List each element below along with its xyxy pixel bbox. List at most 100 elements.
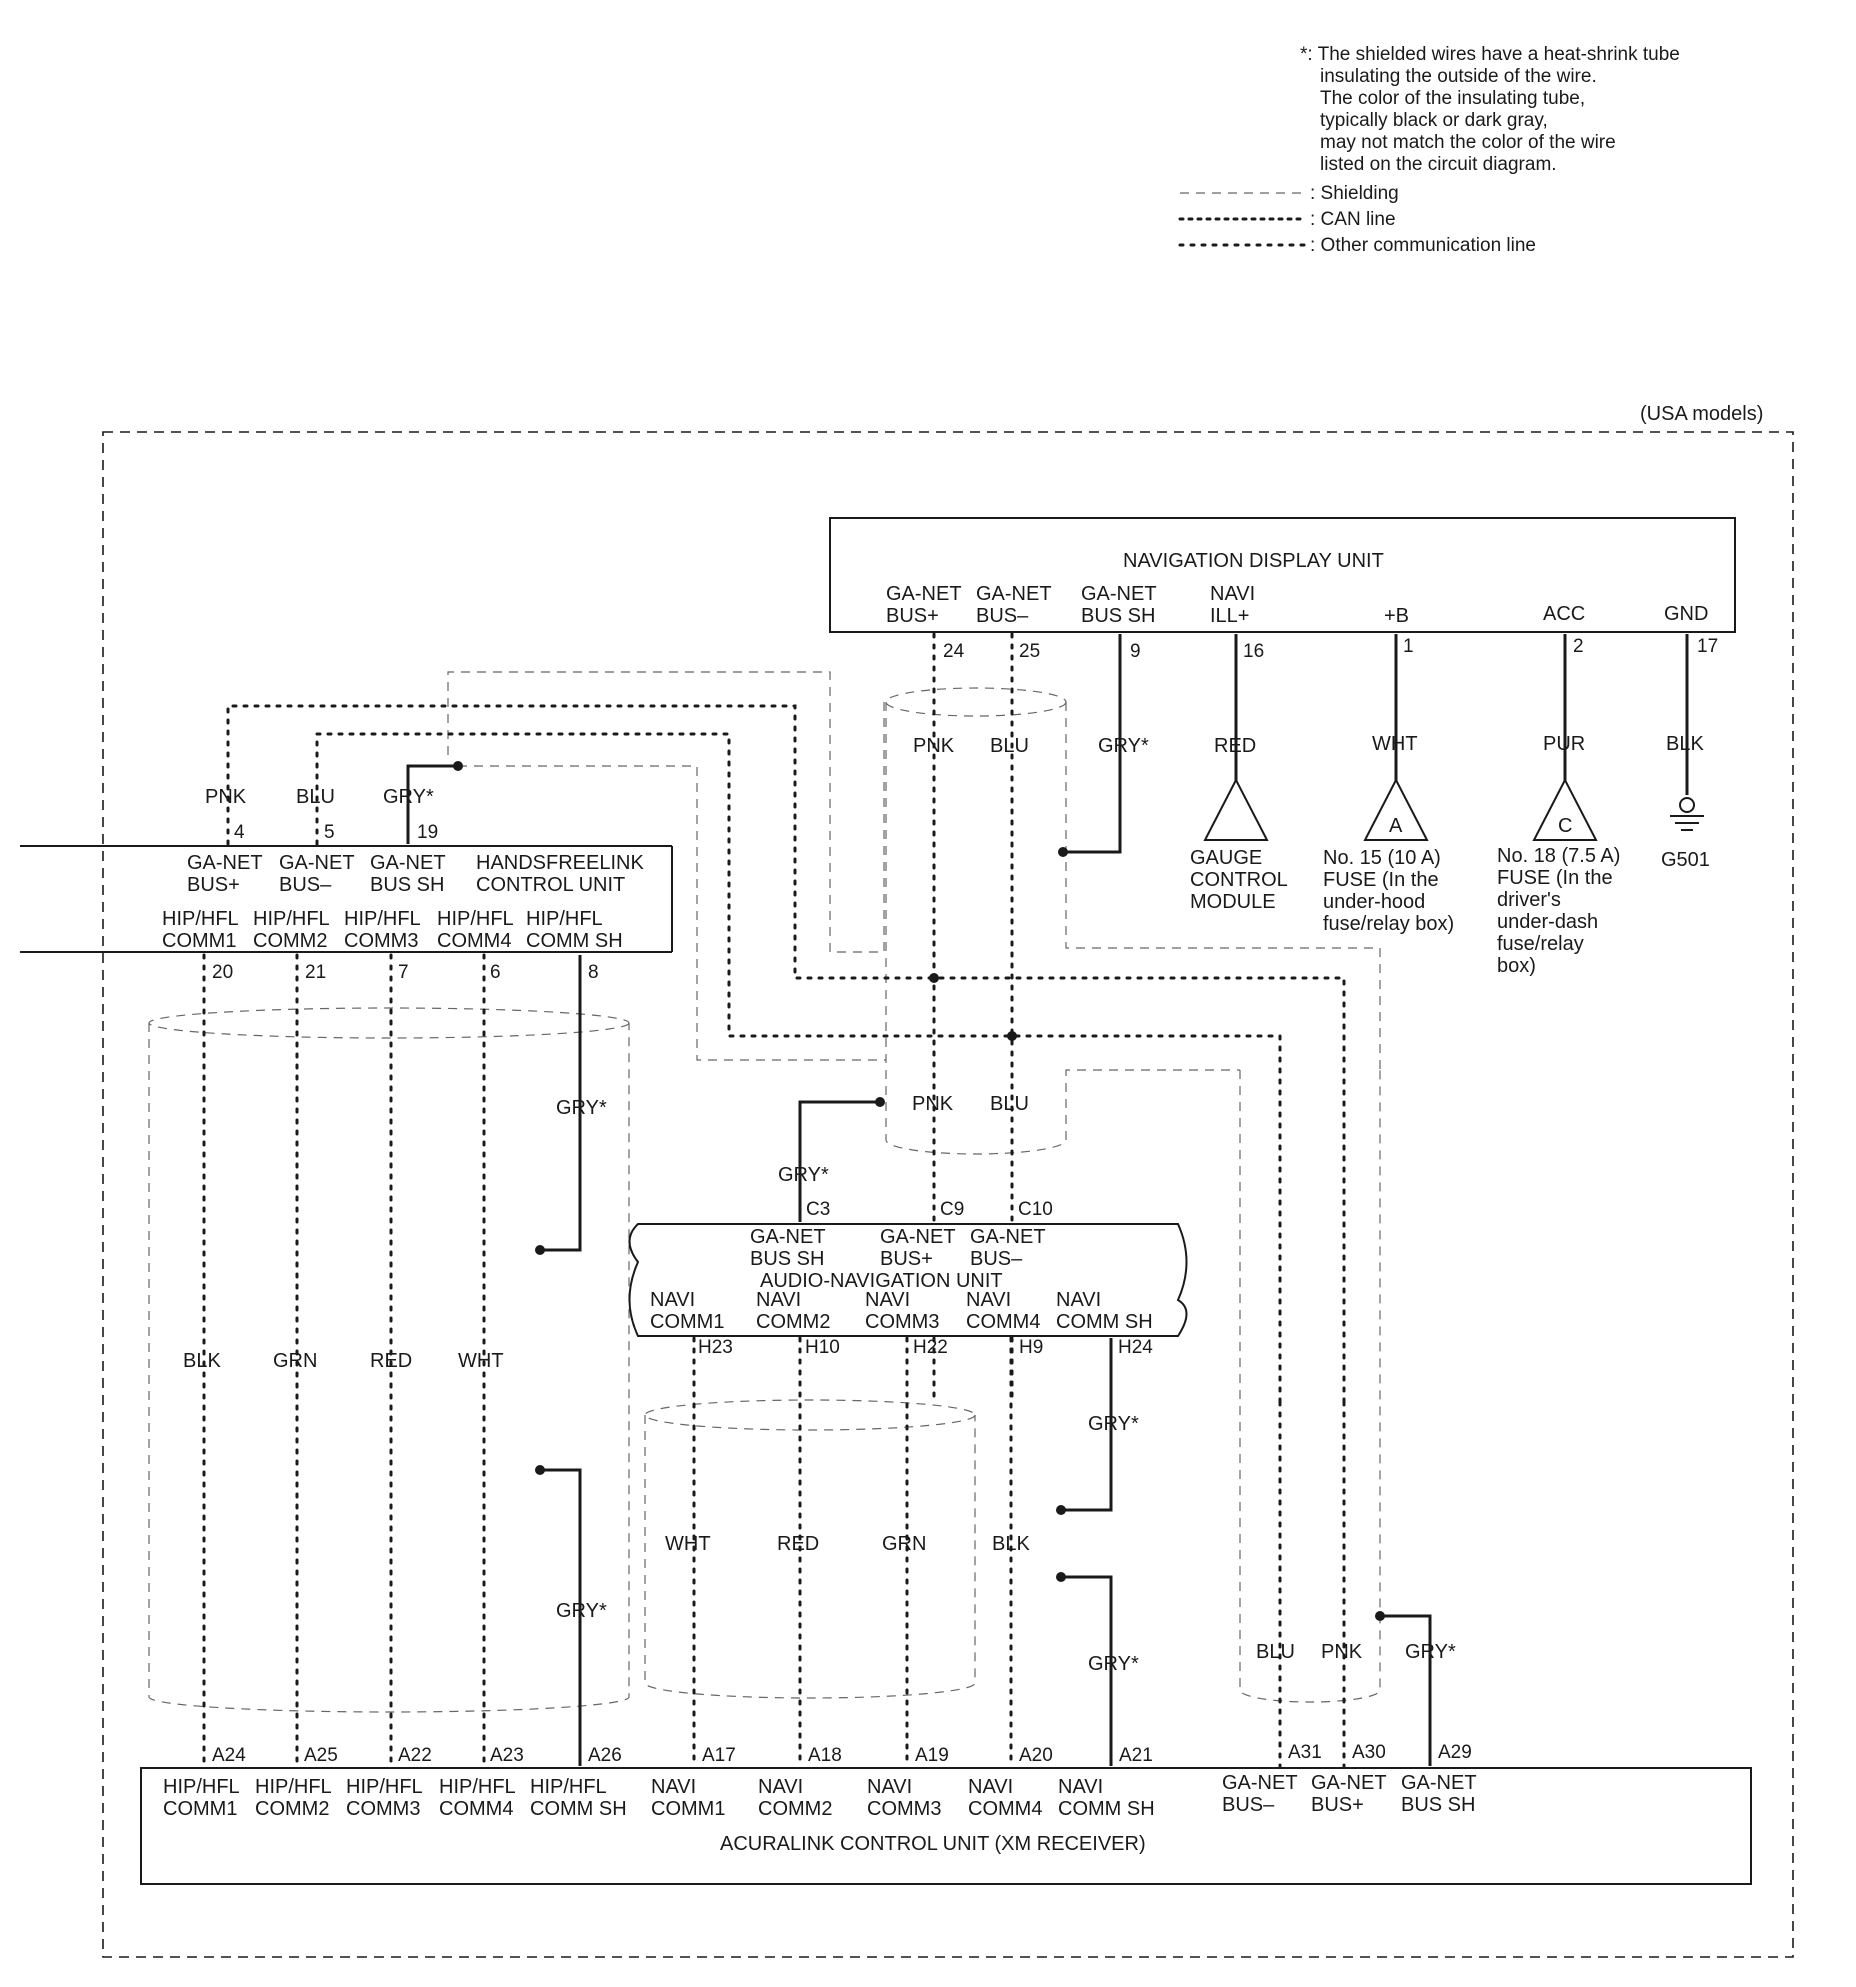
legend-note-line-1: *: The shielded wires have a heat-shrink…	[1300, 44, 1680, 65]
acura-pin-a17: A17	[702, 1745, 736, 1766]
shield-acuralink-ganet	[1239, 1070, 1381, 1703]
nav-pin-24: 24	[943, 641, 965, 662]
wire-label-audio-pnk: PNK	[912, 1093, 954, 1115]
hf-bottom-term-comm2-l2: COMM2	[253, 930, 327, 952]
shield-nav-top-ellipse	[885, 687, 1067, 717]
nav-term-ganet-bus-plus-l2: BUS+	[886, 605, 939, 627]
acuralink-control-unit: A24 A25 A22 A23 A26 A17 A18 A19 A20 A21 …	[140, 1742, 1752, 1885]
wire-label-audio-grn: GRN	[882, 1533, 926, 1555]
shield-path-audio-to-acura	[1065, 1069, 1240, 1075]
acura-term-navi-comm3-l1: NAVI	[867, 1776, 912, 1798]
audio-bottom-term-comm3-l1: NAVI	[865, 1289, 910, 1311]
wire-hf-blu-bus	[315, 732, 1282, 1404]
hf-pin-4: 4	[234, 822, 245, 843]
hf-bottom-term-commsh-l1: HIP/HFL	[526, 908, 603, 930]
splice-pnk-junction	[929, 973, 939, 983]
acura-pin-a20: A20	[1019, 1745, 1053, 1766]
wire-label-hf-gry-upper: GRY*	[556, 1097, 607, 1119]
hf-top-term-bus-minus-l2: BUS–	[279, 874, 332, 896]
audio-pin-h9: H9	[1019, 1337, 1043, 1358]
wire-label-nav-pnk: PNK	[913, 735, 955, 757]
acura-pin-a21: A21	[1119, 1745, 1153, 1766]
splice-nav-gry	[1058, 847, 1068, 857]
wire-label-acura-gry: GRY*	[1405, 1641, 1456, 1663]
acura-term-hip-comm4-l2: COMM4	[439, 1798, 513, 1820]
audio-bottom-term-comm2-l2: COMM2	[756, 1311, 830, 1333]
fuse-a-line-4: fuse/relay box)	[1323, 913, 1454, 935]
nav-pin-1: 1	[1403, 636, 1414, 657]
splice-hf-gry-lower	[535, 1465, 545, 1475]
nav-term-ganet-bus-sh-l2: BUS SH	[1081, 605, 1155, 627]
nav-pin-25: 25	[1019, 641, 1040, 662]
wire-hf-pnk-bus	[226, 704, 1346, 1404]
wire-label-nav-red: RED	[1214, 735, 1256, 757]
audio-navigation-unit: GA-NET BUS SH GA-NET BUS+ GA-NET BUS– AU…	[628, 1093, 1188, 1358]
acuralink-ganet-wires: BLU PNK GRY*	[1256, 1400, 1456, 1768]
hf-top-term-bus-plus-l2: BUS+	[187, 874, 240, 896]
shield-hf-top-ellipse	[148, 1007, 630, 1039]
wire-label-audio-blu: BLU	[990, 1093, 1029, 1115]
splice-audio-gry-c3	[875, 1097, 885, 1107]
wire-audio-gry-c3	[798, 1100, 880, 1222]
wire-label-nav-blu: BLU	[990, 735, 1029, 757]
acura-term-ganet-sh-l2: BUS SH	[1401, 1794, 1475, 1816]
wire-label-audio-red: RED	[777, 1533, 819, 1555]
hf-top-term-bus-minus-l1: GA-NET	[279, 852, 355, 874]
hf-bottom-term-comm4-l1: HIP/HFL	[437, 908, 514, 930]
gauge-triangle-symbol	[1203, 777, 1269, 841]
hf-bottom-term-comm3-l2: COMM3	[344, 930, 418, 952]
wire-label-nav-blk: BLK	[1666, 733, 1704, 755]
wire-label-acura-pnk: PNK	[1321, 1641, 1363, 1663]
wire-label-hf-wht: WHT	[458, 1350, 504, 1372]
gauge-label-l1: GAUGE	[1190, 847, 1262, 869]
fuse-c-line-6: box)	[1497, 955, 1536, 977]
hf-title-l2: CONTROL UNIT	[476, 874, 625, 896]
wire-label-nav-pur: PUR	[1543, 733, 1585, 755]
splice-audio-gry-upper	[1056, 1505, 1066, 1515]
legend-note-line-4: typically black or dark gray,	[1320, 110, 1548, 131]
acura-term-navi-commsh-l2: COMM SH	[1058, 1798, 1155, 1820]
wire-label-audio-gry-upper: GRY*	[1088, 1413, 1139, 1435]
wire-acura-gry	[1380, 1614, 1432, 1766]
audio-pin-c3: C3	[806, 1199, 830, 1220]
fuse-c-line-5: fuse/relay	[1497, 933, 1584, 955]
wire-audio-gry-lower	[1061, 1575, 1113, 1766]
gauge-label-l2: CONTROL	[1190, 869, 1288, 891]
wire-label-audio-gry-lower: GRY*	[1088, 1653, 1139, 1675]
wire-label-acura-blu: BLU	[1256, 1641, 1295, 1663]
handsfreelink-control-unit: GA-NET BUS+ GA-NET BUS– GA-NET BUS SH HA…	[20, 786, 673, 983]
audio-top-term-plus-l2: BUS+	[880, 1248, 933, 1270]
fuse-a-line-2: FUSE (In the	[1323, 869, 1439, 891]
hf-bottom-term-comm1-l2: COMM1	[162, 930, 236, 952]
acura-term-hip-comm4-l1: HIP/HFL	[439, 1776, 516, 1798]
hf-bottom-term-comm3-l1: HIP/HFL	[344, 908, 421, 930]
wire-label-hf-gry-lower: GRY*	[556, 1600, 607, 1622]
acura-pin-a31: A31	[1288, 1742, 1322, 1763]
fuse-a-triangle-symbol	[1363, 777, 1429, 841]
legend-shielding-label: : Shielding	[1310, 183, 1399, 204]
acura-pin-a30: A30	[1352, 1742, 1386, 1763]
nav-term-ganet-bus-minus-l2: BUS–	[976, 605, 1029, 627]
acura-term-navi-comm4-l1: NAVI	[968, 1776, 1013, 1798]
fuse-c-letter: C	[1558, 815, 1572, 837]
audio-pin-c9: C9	[940, 1199, 964, 1220]
hf-pin-20: 20	[212, 962, 233, 983]
fuse-c: C No. 18 (7.5 A) FUSE (In the driver's u…	[1497, 777, 1620, 977]
wire-label-audio-blk: BLK	[992, 1533, 1030, 1555]
audio-bottom-term-comm2-l1: NAVI	[756, 1289, 801, 1311]
audio-nav-box	[628, 1223, 1188, 1337]
audio-top-term-sh-l2: BUS SH	[750, 1248, 824, 1270]
acuralink-box	[140, 1767, 1752, 1885]
acura-term-navi-comm1-l1: NAVI	[651, 1776, 696, 1798]
audio-top-term-sh-l1: GA-NET	[750, 1226, 826, 1248]
acura-term-ganet-minus-l1: GA-NET	[1222, 1772, 1298, 1794]
nav-term-acc: ACC	[1543, 603, 1585, 625]
legend-note-line-3: The color of the insulating tube,	[1320, 88, 1585, 109]
navigation-display-unit-box	[829, 517, 1736, 633]
audio-top-term-plus-l1: GA-NET	[880, 1226, 956, 1248]
wire-audio-gry-upper	[1061, 1338, 1113, 1512]
audio-bottom-term-comm4-l2: COMM4	[966, 1311, 1040, 1333]
ground-g501: G501	[1661, 797, 1710, 871]
shield-cylinders	[148, 671, 1381, 1713]
